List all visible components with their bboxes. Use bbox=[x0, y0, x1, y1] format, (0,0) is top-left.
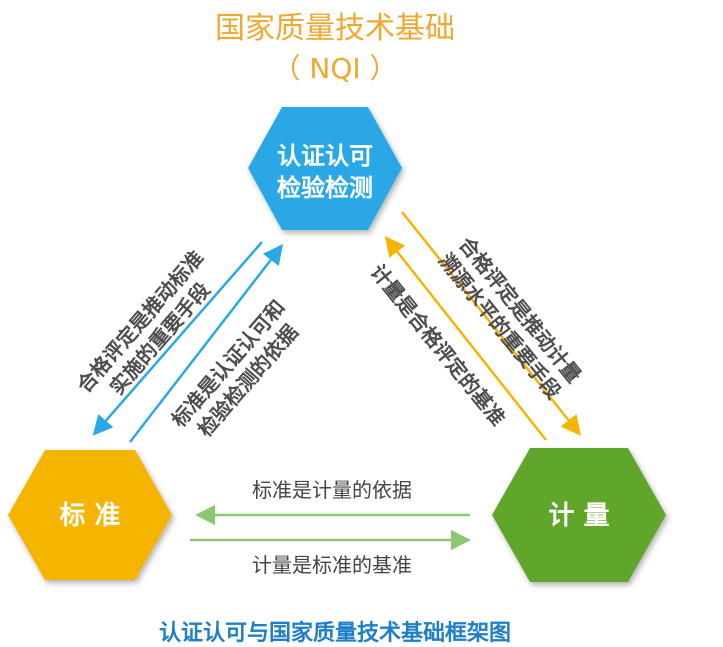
caption: 认证认可与国家质量技术基础框架图 bbox=[159, 620, 511, 646]
svg-text:标 准: 标 准 bbox=[59, 501, 120, 531]
node-certification: 认证认可 检验检测 bbox=[248, 107, 402, 230]
relation-bottom-lower: 计量是标准的基准 bbox=[252, 553, 412, 577]
arrow-top-to-standard bbox=[92, 241, 263, 436]
title-line2: （ NQI ） bbox=[272, 52, 397, 85]
relation-bottom-upper: 标准是计量的依据 bbox=[252, 478, 412, 502]
title-line1: 国家质量技术基础 bbox=[215, 11, 455, 46]
svg-text:认证认可: 认证认可 bbox=[277, 142, 373, 170]
arrow-top-to-metrology bbox=[401, 211, 582, 436]
arrow-standard-to-top bbox=[129, 244, 284, 443]
svg-text:计 量: 计 量 bbox=[548, 501, 609, 531]
node-standard: 标 准 bbox=[8, 450, 172, 580]
arrow-metrology-to-top bbox=[384, 236, 547, 441]
svg-text:检验检测: 检验检测 bbox=[277, 174, 373, 202]
node-metrology: 计 量 bbox=[492, 448, 666, 582]
